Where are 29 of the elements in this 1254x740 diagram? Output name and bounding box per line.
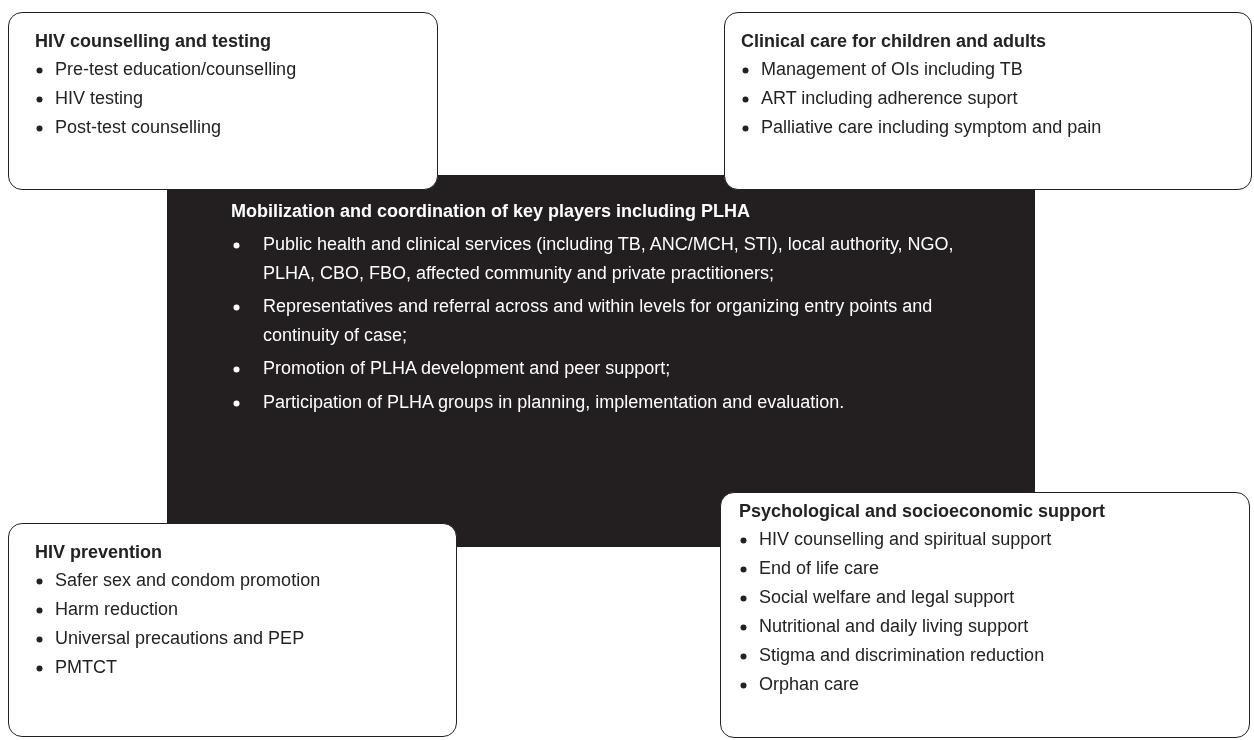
bullet-item: Pre-test education/counselling <box>35 55 411 84</box>
bullet-item: Post-test counselling <box>35 113 411 142</box>
bullet-item: Safer sex and condom promotion <box>35 566 430 595</box>
bullet-item: Orphan care <box>739 670 1231 699</box>
bullet-item: Management of OIs including TB <box>741 55 1235 84</box>
bullet-item: Promotion of PLHA development and peer support; <box>231 354 991 383</box>
info-card <box>8 12 438 190</box>
info-card <box>720 492 1250 738</box>
card-heading: HIV counselling and testing <box>35 30 272 53</box>
bullet-item: Participation of PLHA groups in planning, implementation and evaluation. <box>231 387 991 416</box>
bullet-item: PMTCT <box>35 653 430 682</box>
card-heading: Mobilization and coordination of key players including PLHA <box>231 200 751 223</box>
bullet-item: Representatives and referral across and within levels for organizing entry points and continuity of case; <box>231 292 991 349</box>
bullet-item: End of life care <box>739 554 1231 583</box>
bullet-item: HIV counselling and spiritual support <box>739 525 1231 554</box>
card-heading: Clinical care for children and adults <box>741 30 1047 53</box>
bullet-item: Social welfare and legal support <box>739 583 1231 612</box>
bullet-item: Stigma and discrimination reduction <box>739 641 1231 670</box>
card-heading: Psychological and socioeconomic support <box>739 500 1106 523</box>
bullet-item: Public health and clinical services (including TB, ANC/MCH, STI), local authority, NGO, PLHA, CBO, FBO, affected community and private practitioners; <box>231 230 991 287</box>
bullet-item: ART including adherence suport <box>741 84 1235 113</box>
bullet-item: Nutritional and daily living support <box>739 612 1231 641</box>
bullet-item: Harm reduction <box>35 595 430 624</box>
card-heading: HIV prevention <box>35 541 163 564</box>
bullet-item: HIV testing <box>35 84 411 113</box>
info-card <box>724 12 1252 190</box>
bullet-item: Palliative care including symptom and pain <box>741 113 1235 142</box>
info-card <box>8 523 457 737</box>
bullet-item: Universal precautions and PEP <box>35 624 430 653</box>
